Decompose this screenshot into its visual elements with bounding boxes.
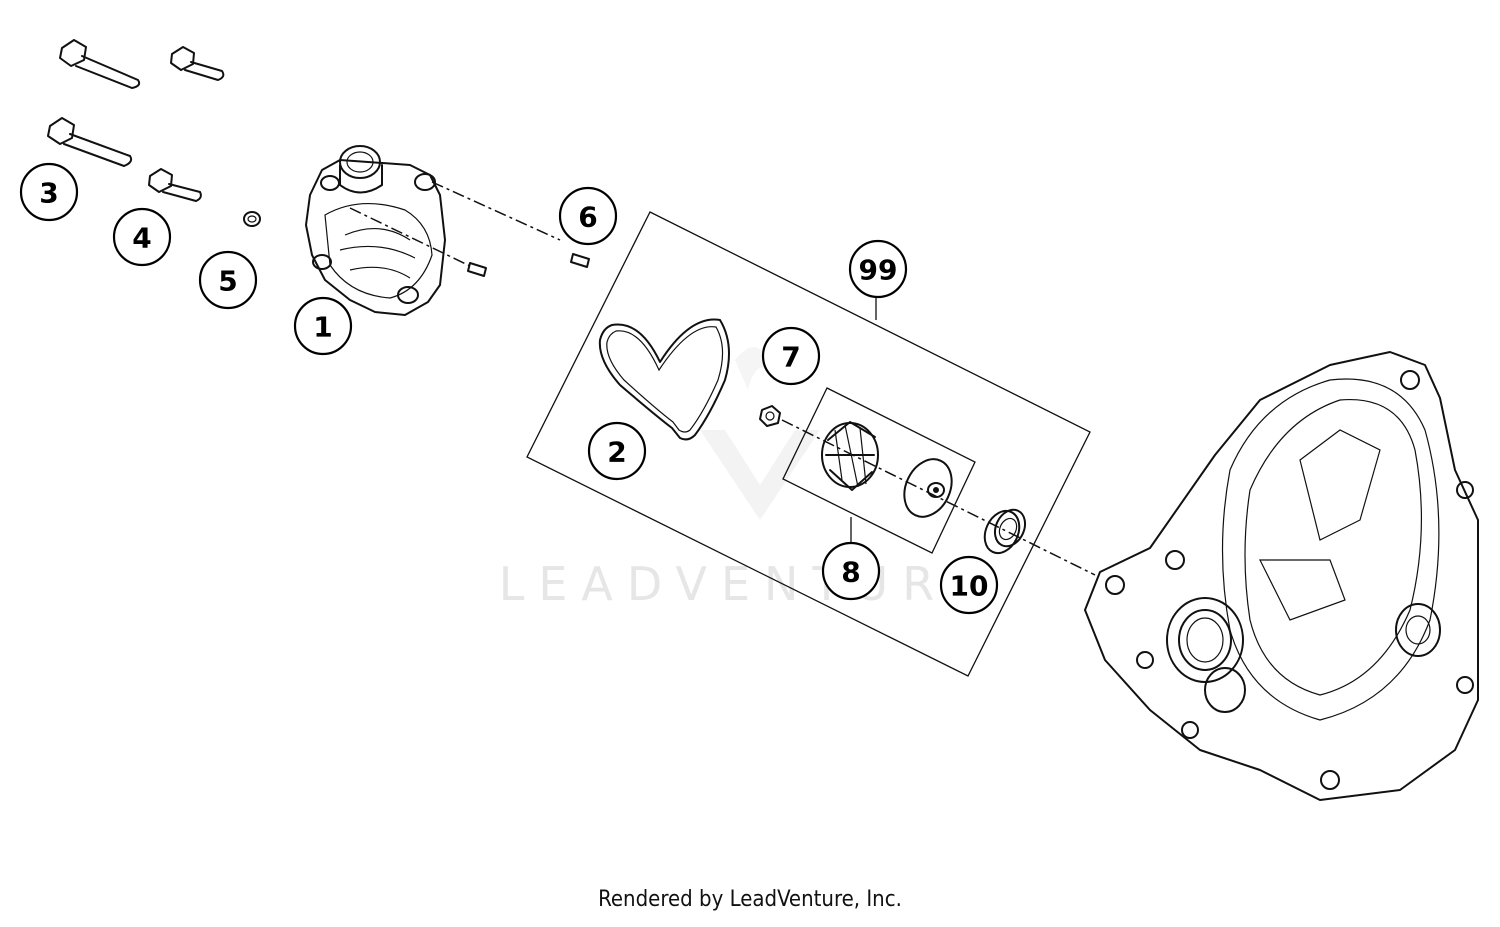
callout-7[interactable]: 7 xyxy=(761,326,821,386)
impeller-nut xyxy=(759,405,781,427)
water-pump-cover xyxy=(305,145,446,316)
svg-text:7: 7 xyxy=(781,341,800,374)
bolt-short xyxy=(148,168,202,202)
svg-text:99: 99 xyxy=(859,254,898,287)
callout-10[interactable]: 10 xyxy=(939,555,999,615)
svg-text:1: 1 xyxy=(313,311,332,344)
footer-credit: Rendered by LeadVenture, Inc. xyxy=(598,887,902,912)
svg-text:4: 4 xyxy=(132,222,151,255)
svg-text:3: 3 xyxy=(39,177,58,210)
alignment-line-b xyxy=(349,207,471,267)
callout-4[interactable]: 4 xyxy=(112,207,172,267)
impeller-box xyxy=(782,387,976,554)
shaft-disc xyxy=(903,458,953,518)
svg-text:10: 10 xyxy=(950,570,989,603)
svg-text:8: 8 xyxy=(841,556,860,589)
alignment-line-a xyxy=(431,181,561,241)
watermark-logo xyxy=(700,347,820,520)
impeller xyxy=(821,421,879,491)
callout-3[interactable]: 3 xyxy=(19,162,79,222)
callout-5[interactable]: 5 xyxy=(198,250,258,310)
dowel-pin-a xyxy=(467,262,487,277)
kit-box xyxy=(526,211,1091,677)
bolt-short-top xyxy=(170,46,225,81)
clutch-cover xyxy=(1084,351,1479,801)
bolt-long xyxy=(47,117,133,167)
svg-text:2: 2 xyxy=(607,436,626,469)
dowel-pin xyxy=(570,253,590,268)
gasket xyxy=(598,318,730,441)
callout-6[interactable]: 6 xyxy=(558,186,618,246)
callout-2[interactable]: 2 xyxy=(587,421,647,481)
callout-8[interactable]: 8 xyxy=(821,541,881,601)
bolt-long-top xyxy=(59,39,141,89)
svg-text:5: 5 xyxy=(218,265,237,298)
washer xyxy=(243,211,261,227)
callout-1[interactable]: 1 xyxy=(293,296,353,356)
watermark-text: LEADVENTURE xyxy=(499,557,992,611)
svg-text:6: 6 xyxy=(578,201,597,234)
callout-99[interactable]: 99 xyxy=(848,239,908,299)
shaft-seal xyxy=(983,508,1027,555)
